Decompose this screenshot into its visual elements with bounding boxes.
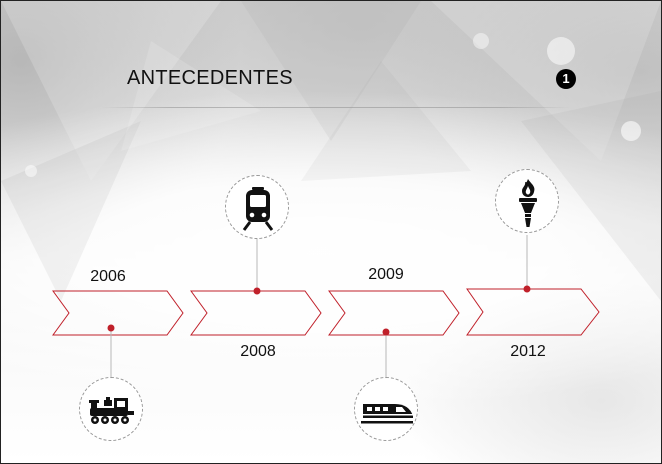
year-label-2006: 2006 xyxy=(90,268,126,285)
torch-icon xyxy=(519,179,537,227)
timeline-dot-2006 xyxy=(107,324,115,332)
timeline-chevron-4 xyxy=(466,288,600,336)
tram-icon xyxy=(242,187,274,231)
year-label-2009: 2009 xyxy=(368,266,404,283)
timeline-chevron-3 xyxy=(328,290,460,336)
page-number-badge: 1 xyxy=(556,69,576,89)
title-divider xyxy=(101,107,571,108)
year-label-2012: 2012 xyxy=(510,343,546,360)
timeline-dot-2009 xyxy=(382,328,390,336)
timeline-chevron-2 xyxy=(190,290,322,336)
year-label-2008: 2008 xyxy=(240,343,276,360)
slide-title: ANTECEDENTES xyxy=(127,67,293,89)
timeline-chevron-1 xyxy=(52,290,184,336)
high-speed-train-icon xyxy=(361,404,413,424)
icon-circle-2012 xyxy=(495,169,559,233)
icon-circle-2009 xyxy=(354,377,418,441)
icon-circle-2008 xyxy=(225,175,289,239)
timeline-dot-2012 xyxy=(523,285,531,293)
icon-circle-2006 xyxy=(79,377,143,441)
steam-locomotive-icon xyxy=(89,397,134,424)
timeline-dot-2008 xyxy=(253,287,261,295)
